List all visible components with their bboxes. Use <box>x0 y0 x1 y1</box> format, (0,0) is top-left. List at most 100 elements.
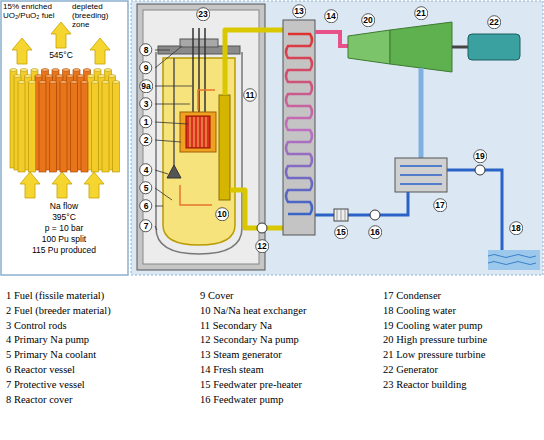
callout-circle: 11 <box>243 88 257 102</box>
callout-number: 21 <box>414 6 428 17</box>
rod-top <box>71 81 78 84</box>
rod-top <box>42 69 49 72</box>
rod-top <box>31 69 38 72</box>
waves <box>488 255 536 265</box>
annotation: 115 Pu produced <box>5 246 123 256</box>
callout-number: 7 <box>139 219 153 230</box>
callout-circle: 7 <box>139 219 153 233</box>
callout-outline <box>324 9 337 22</box>
pre-heater <box>334 209 348 221</box>
callout-number: 18 <box>509 221 523 232</box>
callout-circle: 19 <box>473 149 487 163</box>
callout-outline <box>215 207 228 220</box>
building-inner <box>143 10 259 264</box>
leader-lines <box>155 46 192 230</box>
primary-flow <box>180 90 215 205</box>
callout-outline <box>368 225 381 238</box>
callout-circle: 9 <box>139 61 153 75</box>
callout-number: 20 <box>361 13 375 24</box>
fuel-rod <box>29 82 36 172</box>
condenser <box>395 158 447 192</box>
callout-outline <box>140 98 152 110</box>
callout-circle: 17 <box>433 198 447 212</box>
callout-outline <box>292 4 305 17</box>
legend-item: 7 Protective vessel <box>6 379 85 392</box>
callout-number: 9 <box>139 61 153 72</box>
callout-number: 19 <box>473 149 487 160</box>
rod-top <box>14 75 21 78</box>
rod-top <box>46 75 53 78</box>
callout-outline <box>244 89 257 102</box>
fuel-rod <box>102 82 109 172</box>
rod-top <box>21 69 28 72</box>
callout-number: 6 <box>139 199 153 210</box>
callout-circle: 14 <box>324 9 338 23</box>
rod-top <box>81 81 88 84</box>
callout-number: 12 <box>255 239 269 250</box>
callout-outline <box>140 200 152 212</box>
callout-circle: 10 <box>215 207 229 221</box>
legend-item: 19 Cooling water pump <box>383 320 482 333</box>
annotation: 395°C <box>5 213 123 223</box>
feedwater-pump <box>370 210 380 220</box>
fresh-steam-line <box>315 32 348 46</box>
rod-top <box>29 81 36 84</box>
callout-outline <box>139 79 152 92</box>
legend-item: 3 Control rods <box>6 320 67 333</box>
callout-circle: 8 <box>139 43 153 57</box>
callout-outline <box>509 221 522 234</box>
fissile-core <box>186 116 210 148</box>
rod-top <box>105 69 112 72</box>
annotation: depleted (breeding) zone <box>72 2 126 30</box>
rod-top <box>67 75 74 78</box>
callout-number: 17 <box>433 198 447 209</box>
legend-item: 11 Secondary Na <box>200 320 272 333</box>
callout-outline <box>140 182 152 194</box>
plant-panel <box>131 1 543 275</box>
callout-number: 8 <box>139 43 153 54</box>
callout-outline <box>433 198 446 211</box>
primary-pump <box>167 165 181 178</box>
shaft <box>452 46 468 49</box>
callout-outline <box>334 225 347 238</box>
steam-generator <box>283 20 315 235</box>
legend-item: 21 Low pressure turbine <box>383 349 485 362</box>
rod-top <box>25 75 32 78</box>
legend-item: 12 Secondary Na pump <box>200 334 299 347</box>
fuel-rod <box>39 82 46 172</box>
callout-circle: 18 <box>509 221 523 235</box>
legend-item: 13 Steam generator <box>200 349 282 362</box>
callout-circle: 1 <box>139 115 153 129</box>
annotation: p = 10 bar <box>5 224 123 234</box>
callout-circle: 22 <box>487 15 501 29</box>
rod-top <box>109 75 116 78</box>
legend-item: 18 Cooling water <box>383 305 456 318</box>
callout-number: 3 <box>139 97 153 108</box>
callout-number: 10 <box>215 207 229 218</box>
fuel-rod <box>18 82 25 172</box>
legend-item: 14 Fresh steam <box>200 364 264 377</box>
fuel-rod <box>92 82 99 172</box>
annotation: 100 Pu split <box>5 235 123 245</box>
callout-outline <box>361 13 374 26</box>
fuel-rod <box>50 82 57 172</box>
callout-number: 23 <box>196 7 210 18</box>
annotation: 15% enriched UO₂/PuO₂ fuel <box>3 2 69 20</box>
rod-top <box>84 69 91 72</box>
legend-item: 9 Cover <box>200 290 234 303</box>
fuel-rod <box>113 82 120 172</box>
callout-outline <box>140 134 152 146</box>
callout-outline <box>414 6 427 19</box>
callout-outline <box>473 149 486 162</box>
callout-number: 22 <box>487 15 501 26</box>
pre-heater-fins <box>337 209 345 221</box>
water <box>488 250 540 270</box>
callout-circle: 15 <box>334 225 348 239</box>
rod-top <box>88 75 95 78</box>
legend-item: 17 Condenser <box>383 290 441 303</box>
steam-coil <box>286 34 312 214</box>
annotation: Na flow <box>5 202 123 212</box>
pump-shaft <box>173 58 175 166</box>
